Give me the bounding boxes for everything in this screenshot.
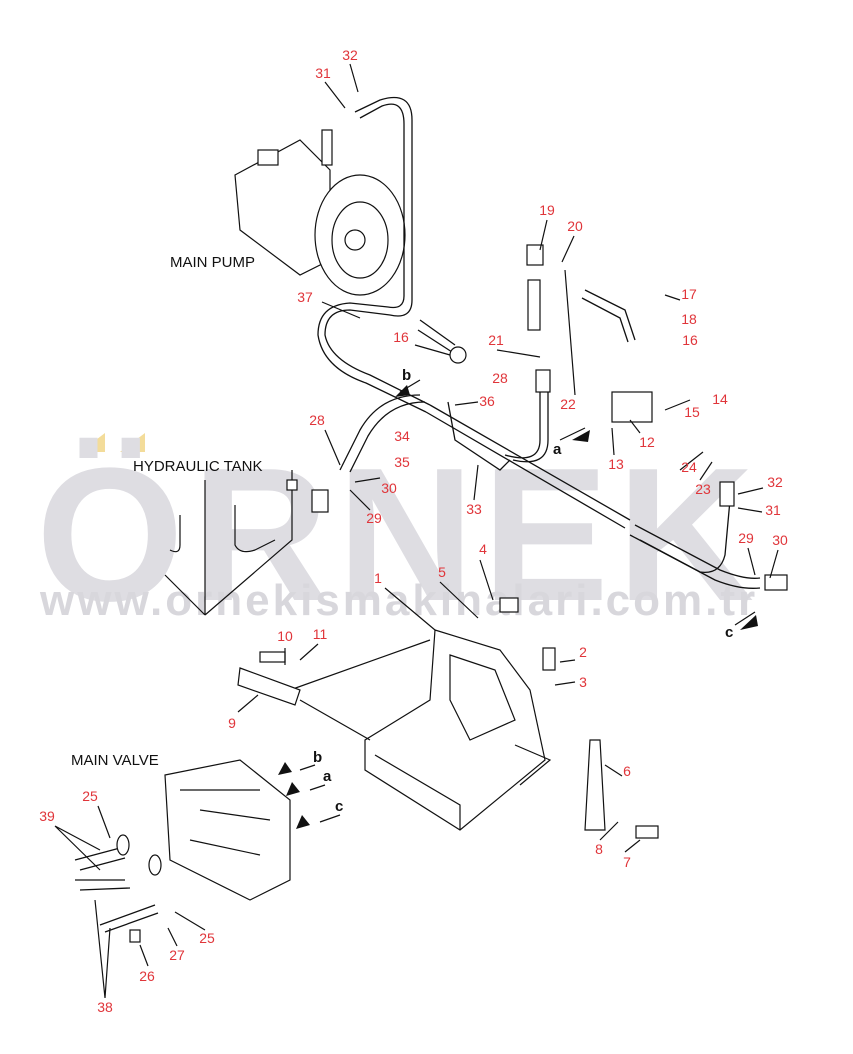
flow-marker-a: a	[323, 768, 332, 785]
callout-34: 34	[394, 428, 410, 444]
watermark-accent-icon	[120, 433, 145, 452]
callout-35: 35	[394, 454, 410, 470]
callout-17: 17	[681, 286, 697, 302]
flow-marker-b: b	[402, 367, 411, 384]
callout-37: 37	[297, 289, 313, 305]
callout-16: 16	[682, 332, 698, 348]
callout-18: 18	[681, 311, 697, 327]
callout-23: 23	[695, 481, 711, 497]
arrow-icon	[286, 782, 300, 796]
callout-9: 9	[228, 715, 236, 731]
callout-14: 14	[712, 391, 728, 407]
callout-32: 32	[767, 474, 783, 490]
watermark-url: www.ornekismakinalari.com.tr	[39, 576, 758, 625]
callout-4: 4	[479, 541, 487, 557]
callout-22: 22	[560, 396, 576, 412]
watermark-accent-icon	[80, 433, 105, 452]
flow-marker-a: a	[553, 441, 562, 458]
callout-3: 3	[579, 674, 587, 690]
callout-31: 31	[315, 65, 331, 81]
callout-21: 21	[488, 332, 504, 348]
callout-39: 39	[39, 808, 55, 824]
callout-8: 8	[595, 841, 603, 857]
flow-marker-b: b	[313, 749, 322, 766]
callout-25: 25	[82, 788, 98, 804]
label-hydraulic-tank: HYDRAULIC TANK	[133, 458, 262, 475]
callout-29: 29	[738, 530, 754, 546]
callout-7: 7	[623, 854, 631, 870]
callout-5: 5	[438, 564, 446, 580]
callout-16: 16	[393, 329, 409, 345]
arrow-icon	[296, 815, 310, 829]
flow-marker-c: c	[725, 624, 733, 641]
callout-25: 25	[199, 930, 215, 946]
callout-38: 38	[97, 999, 113, 1015]
flow-marker-c: c	[335, 798, 343, 815]
callout-28: 28	[492, 370, 508, 386]
callout-6: 6	[623, 763, 631, 779]
callout-24: 24	[681, 459, 697, 475]
callout-30: 30	[772, 532, 788, 548]
watermark-brand: ÖRNEK	[36, 429, 762, 641]
callout-30: 30	[381, 480, 397, 496]
arrow-icon	[572, 430, 590, 442]
frame-bracket-drawing	[289, 597, 659, 839]
callout-11: 11	[313, 626, 328, 642]
callout-33: 33	[466, 501, 482, 517]
callout-1: 1	[374, 570, 382, 586]
flow-arrows	[278, 385, 758, 829]
arrow-icon	[395, 385, 410, 397]
callout-31: 31	[765, 502, 781, 518]
callout-15: 15	[684, 404, 700, 420]
callout-10: 10	[277, 628, 293, 644]
watermark: ÖRNEK www.ornekismakinalari.com.tr	[36, 429, 762, 641]
main-valve-drawing	[74, 651, 301, 943]
leader-lines	[54, 63, 779, 999]
callout-12: 12	[639, 434, 655, 450]
arrow-icon	[278, 762, 292, 775]
callout-32: 32	[342, 47, 358, 63]
callout-13: 13	[608, 456, 624, 472]
arrow-icon	[740, 615, 758, 630]
callout-29: 29	[366, 510, 382, 526]
callout-20: 20	[567, 218, 583, 234]
callout-28: 28	[309, 412, 325, 428]
main-pump-drawing	[234, 96, 431, 413]
callout-27: 27	[169, 947, 185, 963]
callout-36: 36	[479, 393, 495, 409]
hydraulic-tank-drawing	[164, 470, 329, 616]
callout-2: 2	[579, 644, 587, 660]
callout-19: 19	[539, 202, 555, 218]
callout-26: 26	[139, 968, 155, 984]
label-main-valve: MAIN VALVE	[71, 752, 159, 769]
label-main-pump: MAIN PUMP	[170, 254, 255, 271]
